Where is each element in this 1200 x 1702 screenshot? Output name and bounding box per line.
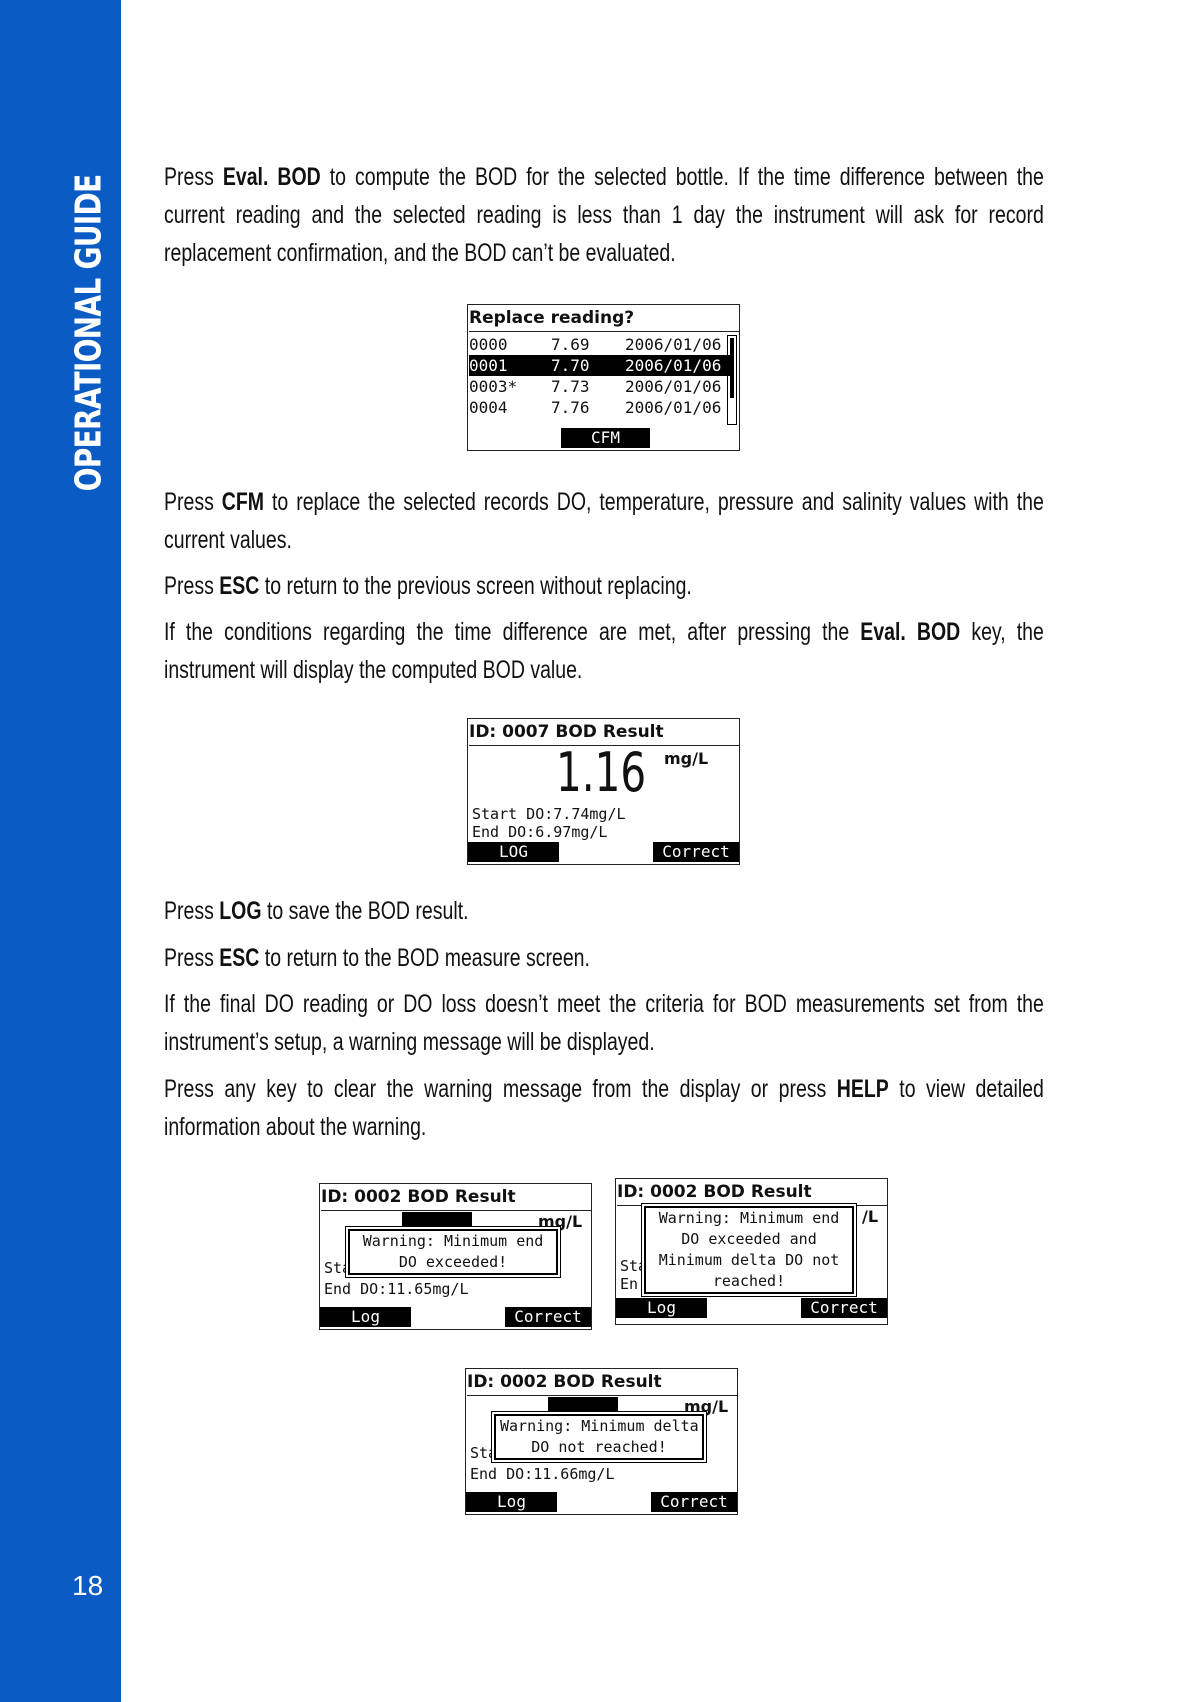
obscured-value [402,1212,472,1226]
correct-softkey: Correct [801,1298,887,1318]
log-softkey: Log [320,1307,411,1327]
lcd-title: ID: 0007 BOD Result [469,719,739,746]
scrollbar [727,335,737,425]
paragraph-warning: If the final DO reading or DO loss doesn… [164,990,1044,1056]
start-do-partial: Sta [324,1259,352,1277]
paragraph-conditions: If the conditions regarding the time dif… [164,618,1044,684]
start-do-partial: Sta [620,1257,648,1275]
correct-softkey: Correct [653,842,739,862]
bod-value: 1.16 [556,741,647,804]
end-do-partial: En [620,1275,639,1293]
paragraph-cfm: Press CFM to replace the selected record… [164,488,1044,554]
paragraph-help: Press any key to clear the warning messa… [164,1075,1044,1141]
lcd-title: ID: 0002 BOD Result [467,1369,737,1396]
lcd-title: ID: 0002 BOD Result [617,1179,887,1206]
start-do: Start DO:7.74mg/L [472,805,626,823]
paragraph-eval-bod: Press Eval. BOD to compute the BOD for t… [164,163,1044,267]
lcd-warning-end-do: ID: 0002 BOD Result mg/L Sta End DO:11.6… [319,1183,592,1330]
end-do: End DO:6.97mg/L [472,823,608,841]
section-title: OPERATIONAL GUIDE [68,174,110,492]
obscured-value [548,1397,618,1411]
log-softkey: LOG [468,842,559,862]
start-do-partial: Sta [470,1444,498,1462]
paragraph-log: Press LOG to save the BOD result. [164,897,469,925]
correct-softkey: Correct [651,1492,737,1512]
lcd-warning-end-and-delta: ID: 0002 BOD Result /L Sta En Warning: M… [615,1178,888,1325]
page-number: 18 [72,1570,104,1601]
paragraph-esc: Press ESC to return to the previous scre… [164,572,692,600]
lcd-title: ID: 0002 BOD Result [321,1184,591,1211]
unit-label: mg/L [664,749,709,768]
cfm-softkey: CFM [561,428,650,448]
correct-softkey: Correct [505,1307,591,1327]
log-softkey: Log [616,1298,707,1318]
sidebar: OPERATIONAL GUIDE 18 [0,0,121,1702]
end-do: End DO:11.66mg/L [470,1465,615,1483]
lcd-warning-delta: ID: 0002 BOD Result mg/L Sta End DO:11.6… [465,1368,738,1515]
paragraph-esc-measure: Press ESC to return to the BOD measure s… [164,944,590,972]
lcd-title: Replace reading? [469,305,739,332]
unit-label: /L [862,1207,879,1226]
log-softkey: Log [466,1492,557,1512]
end-do: End DO:11.65mg/L [324,1280,469,1298]
lcd-bod-result: ID: 0007 BOD Result 1.16 mg/L Start DO:7… [467,718,740,865]
